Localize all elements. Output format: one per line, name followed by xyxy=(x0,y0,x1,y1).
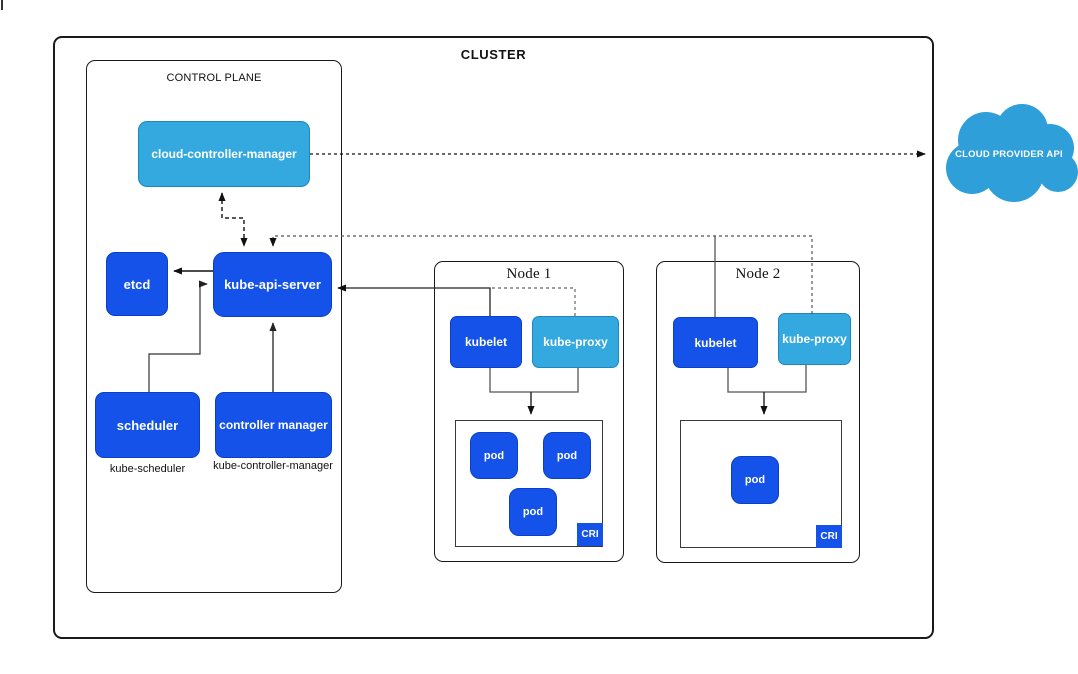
kube-api-server-box: kube-api-server xyxy=(213,252,332,317)
pod-label: pod xyxy=(744,474,766,486)
node1-kubelet-box: kubelet xyxy=(450,316,522,368)
control-plane-box xyxy=(86,60,342,593)
node1-pod-1: pod xyxy=(470,432,518,479)
node2-pods-container xyxy=(680,420,842,548)
cloud-controller-manager-box: cloud-controller-manager xyxy=(138,121,310,187)
pod-label: pod xyxy=(483,449,505,462)
control-plane-title: CONTROL PLANE xyxy=(166,72,262,84)
etcd-box: etcd xyxy=(106,252,168,316)
scheduler-label: scheduler xyxy=(116,417,179,433)
node1-pod-2: pod xyxy=(543,432,591,479)
cluster-box xyxy=(53,36,934,639)
kube-controller-manager-caption: kube-controller-manager xyxy=(213,460,333,472)
node2-pod-1: pod xyxy=(731,456,779,504)
node1-kubelet-label: kubelet xyxy=(464,335,507,349)
cluster-title: CLUSTER xyxy=(460,47,527,62)
node1-kube-proxy-box: kube-proxy xyxy=(532,316,619,368)
node1-title: Node 1 xyxy=(506,266,552,282)
node1-cri-badge: CRI xyxy=(577,523,603,546)
node2-kube-proxy-label: kube-proxy xyxy=(782,332,847,346)
screen-edge-artifact xyxy=(1,0,3,10)
pod-label: pod xyxy=(522,506,544,518)
node2-title: Node 2 xyxy=(735,266,781,282)
node1-kube-proxy-label: kube-proxy xyxy=(543,335,608,349)
node1-pods-container xyxy=(455,420,603,547)
controller-manager-label: controller manager xyxy=(219,418,328,432)
controller-manager-box: controller manager xyxy=(215,392,332,458)
pod-label: pod xyxy=(556,449,578,462)
cloud-provider-api-label: CLOUD PROVIDER API xyxy=(955,149,1063,160)
scheduler-box: scheduler xyxy=(95,392,200,458)
kube-api-server-label: kube-api-server xyxy=(224,277,321,292)
node1-pod-3: pod xyxy=(509,488,557,536)
node2-kube-proxy-box: kube-proxy xyxy=(778,313,851,365)
node2-kubelet-box: kubelet xyxy=(673,317,758,368)
node2-kubelet-label: kubelet xyxy=(694,335,737,350)
node2-cri-badge: CRI xyxy=(816,525,842,548)
etcd-label: etcd xyxy=(123,276,151,292)
cloud-provider-api-shape xyxy=(946,104,1078,202)
cloud-controller-manager-label: cloud-controller-manager xyxy=(151,147,297,161)
kube-scheduler-caption: kube-scheduler xyxy=(109,463,186,475)
